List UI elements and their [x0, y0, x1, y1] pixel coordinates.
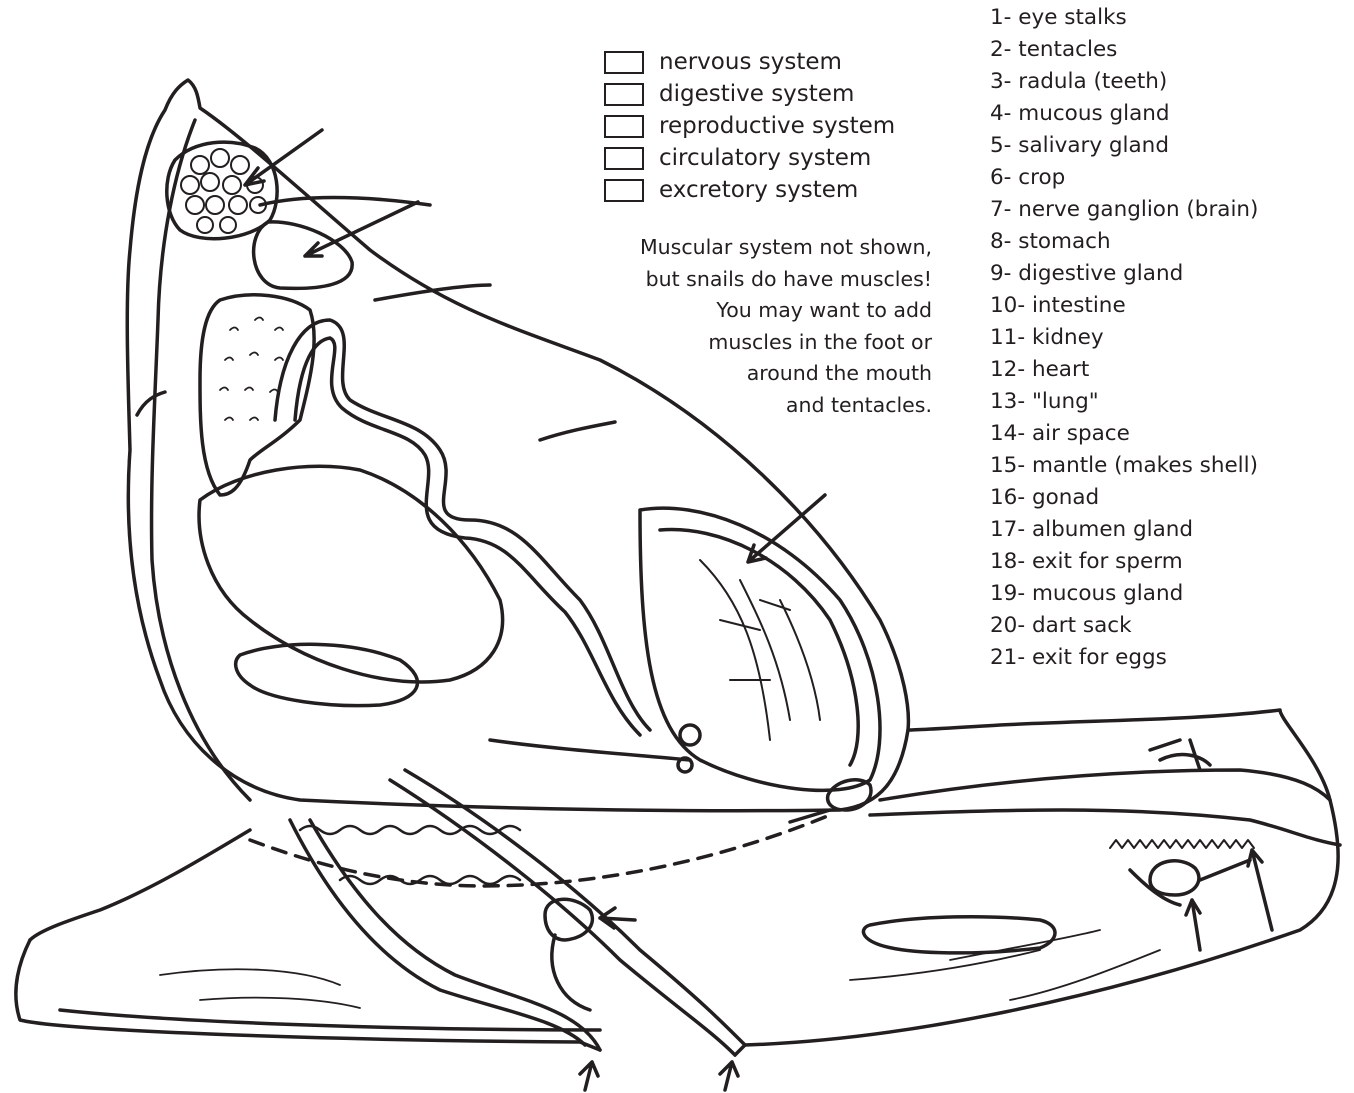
- note-line: around the mouth: [560, 358, 932, 390]
- numbered-parts-key: 1- eye stalks 2- tentacles 3- radula (te…: [990, 2, 1258, 674]
- nerve-tube-1: [290, 820, 585, 1045]
- key-item: 1- eye stalks: [990, 2, 1258, 34]
- dart-tube: [552, 935, 590, 1010]
- radula: [1110, 840, 1254, 848]
- legend-color-box-digestive[interactable]: [604, 83, 644, 106]
- legend-color-box-excretory[interactable]: [604, 179, 644, 202]
- albumen-gland: [254, 222, 353, 289]
- key-item: 7- nerve ganglion (brain): [990, 194, 1258, 226]
- mouth-arrow-1: [1186, 900, 1200, 950]
- legend-label-circulatory: circulatory system: [659, 142, 871, 174]
- mouth-opening: [1130, 860, 1250, 905]
- mouth: [1150, 861, 1199, 895]
- key-item: 20- dart sack: [990, 610, 1258, 642]
- legend-color-box-nervous[interactable]: [604, 51, 644, 74]
- salivary-gland: [863, 917, 1055, 953]
- dart-sack: [545, 899, 592, 940]
- note-line: Muscular system not shown,: [560, 232, 932, 264]
- kidney-end: [680, 725, 700, 745]
- key-item: 12- heart: [990, 354, 1258, 386]
- dashed-connector: [250, 815, 830, 886]
- body-inner-line: [880, 770, 1330, 800]
- legend-label-nervous: nervous system: [659, 46, 842, 78]
- body-inner-line-2: [870, 810, 1340, 845]
- stomach: [199, 466, 502, 682]
- key-item: 10- intestine: [990, 290, 1258, 322]
- key-item: 11- kidney: [990, 322, 1258, 354]
- key-item: 17- albumen gland: [990, 514, 1258, 546]
- key-item: 19- mucous gland: [990, 578, 1258, 610]
- exit-arrow-sperm: [580, 1062, 598, 1090]
- key-item: 9- digestive gland: [990, 258, 1258, 290]
- eye-stalk: [1150, 740, 1210, 770]
- note-line: muscles in the foot or: [560, 327, 932, 359]
- legend-row-circulatory: circulatory system: [604, 142, 895, 174]
- shell-whorl-4: [137, 392, 165, 415]
- shell-whorl-3: [540, 422, 615, 440]
- key-item: 4- mucous gland: [990, 98, 1258, 130]
- digestive-gland-texture: [220, 318, 283, 421]
- key-item: 15- mantle (makes shell): [990, 450, 1258, 482]
- key-item: 5- salivary gland: [990, 130, 1258, 162]
- key-item: 21- exit for eggs: [990, 642, 1258, 674]
- mucous-gland-wavy-2: [340, 876, 520, 884]
- note-line: and tentacles.: [560, 390, 932, 422]
- legend-label-digestive: digestive system: [659, 78, 854, 110]
- dart-sack-arrow: [600, 908, 635, 928]
- legend-color-box-reproductive[interactable]: [604, 115, 644, 138]
- key-item: 18- exit for sperm: [990, 546, 1258, 578]
- exit-arrow-eggs: [720, 1062, 738, 1090]
- key-item: 6- crop: [990, 162, 1258, 194]
- mucous-gland-wavy: [300, 826, 520, 834]
- shell-whorl-1: [260, 198, 430, 206]
- lung-inner: [660, 530, 858, 765]
- note-line: but snails do have muscles!: [560, 264, 932, 296]
- legend-row-excretory: excretory system: [604, 174, 895, 206]
- key-item: 14- air space: [990, 418, 1258, 450]
- legend-color-box-circulatory[interactable]: [604, 147, 644, 170]
- note-line: You may want to add: [560, 295, 932, 327]
- key-item: 3- radula (teeth): [990, 66, 1258, 98]
- head-outline: [30, 830, 250, 940]
- legend-row-nervous: nervous system: [604, 46, 895, 78]
- key-item: 8- stomach: [990, 226, 1258, 258]
- mouth-arrow-2: [1248, 850, 1272, 930]
- legend-label-excretory: excretory system: [659, 174, 858, 206]
- gonad-lobes: [181, 149, 266, 233]
- muscular-system-note: Muscular system not shown, but snails do…: [560, 232, 932, 421]
- key-item: 16- gonad: [990, 482, 1258, 514]
- legend-label-reproductive: reproductive system: [659, 110, 895, 142]
- legend-row-reproductive: reproductive system: [604, 110, 895, 142]
- kidney-tube: [490, 740, 690, 760]
- key-item: 13- "lung": [990, 386, 1258, 418]
- key-item: 2- tentacles: [990, 34, 1258, 66]
- system-legend: nervous system digestive system reproduc…: [604, 46, 895, 206]
- crop: [236, 644, 418, 705]
- legend-row-digestive: digestive system: [604, 78, 895, 110]
